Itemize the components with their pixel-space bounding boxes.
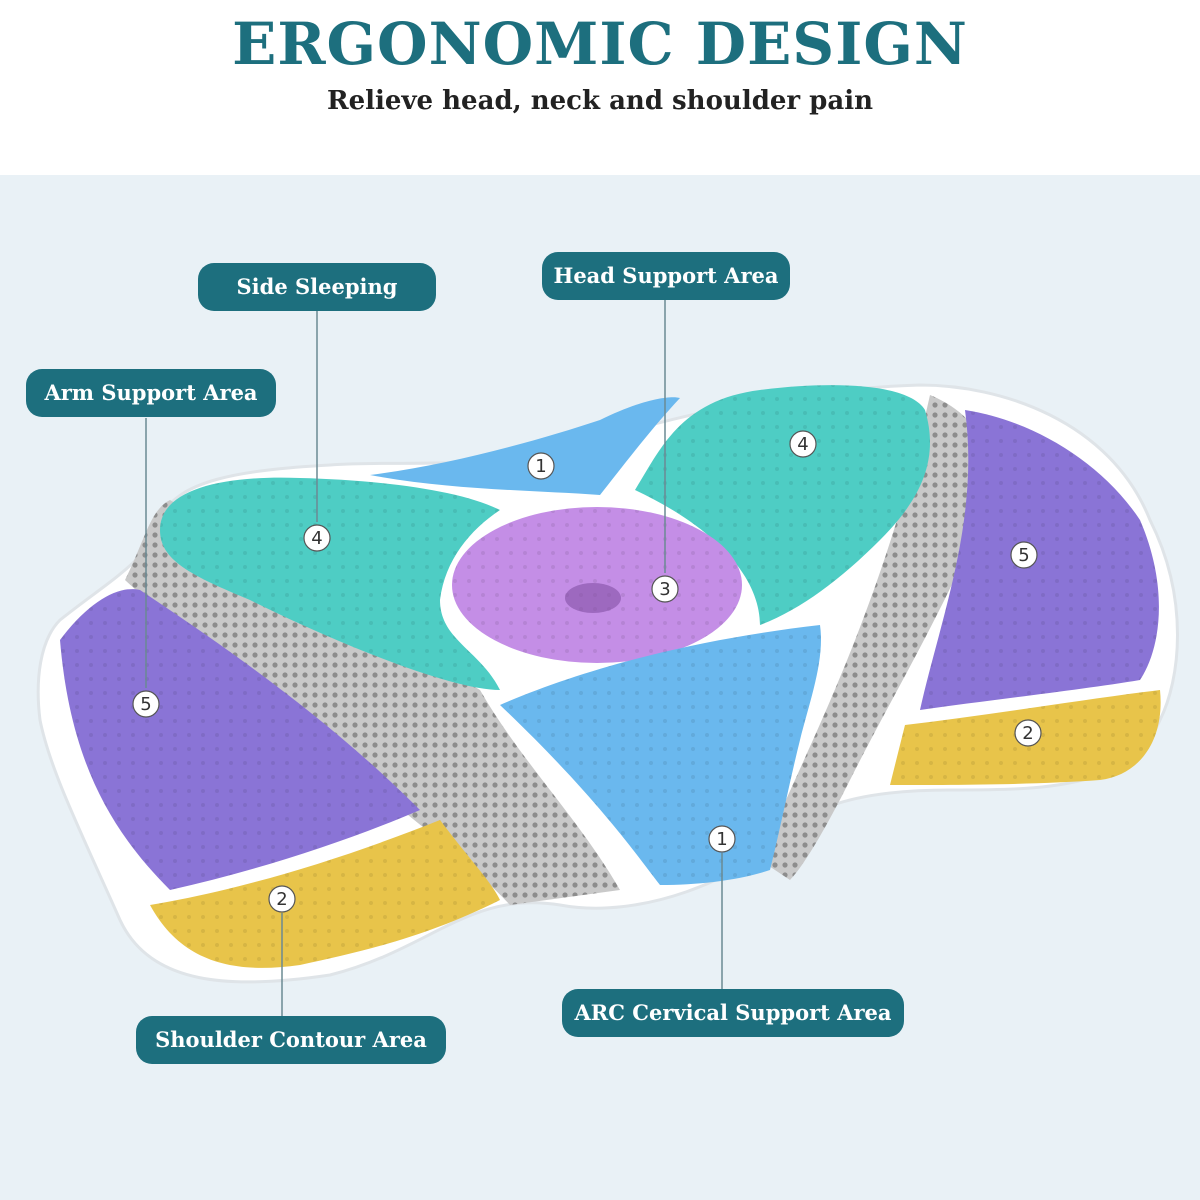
callout-shoulder-contour: Shoulder Contour Area [136,1016,446,1064]
header: ERGONOMIC DESIGN Relieve head, neck and … [0,0,1200,175]
zone-marker-center-purple: 3 [651,575,679,603]
svg-text:3: 3 [659,579,670,600]
svg-text:1: 1 [716,829,727,850]
mesh-band-left [125,500,620,905]
callout-side-sleeping: Side Sleeping [198,263,436,311]
callout-head-support: Head Support Area [542,252,790,300]
zone-marker-left-teal: 4 [303,524,331,552]
zone-marker-bottom-blue: 1 [708,825,736,853]
svg-text:5: 5 [140,694,151,715]
svg-text:1: 1 [535,456,546,477]
callout-arm-support: Arm Support Area [26,369,276,417]
zone-marker-left-yellow: 2 [268,885,296,913]
zone-marker-right-yellow: 2 [1014,719,1042,747]
mesh-band-right [760,395,990,880]
zone-marker-top-blue: 1 [527,452,555,480]
zone-top-blue [370,397,680,495]
zone-marker-right-teal: 4 [789,430,817,458]
svg-text:2: 2 [1022,723,1033,744]
page-subtitle: Relieve head, neck and shoulder pain [327,86,873,116]
svg-text:5: 5 [1018,545,1029,566]
svg-text:4: 4 [797,434,808,455]
svg-text:4: 4 [311,528,322,549]
svg-text:2: 2 [276,889,287,910]
page-title: ERGONOMIC DESIGN [232,10,968,78]
zone-marker-left-purple: 5 [132,690,160,718]
zone-marker-right-purple: 5 [1010,541,1038,569]
callout-arc-cervical: ARC Cervical Support Area [562,989,904,1037]
head-dimple [565,583,621,613]
